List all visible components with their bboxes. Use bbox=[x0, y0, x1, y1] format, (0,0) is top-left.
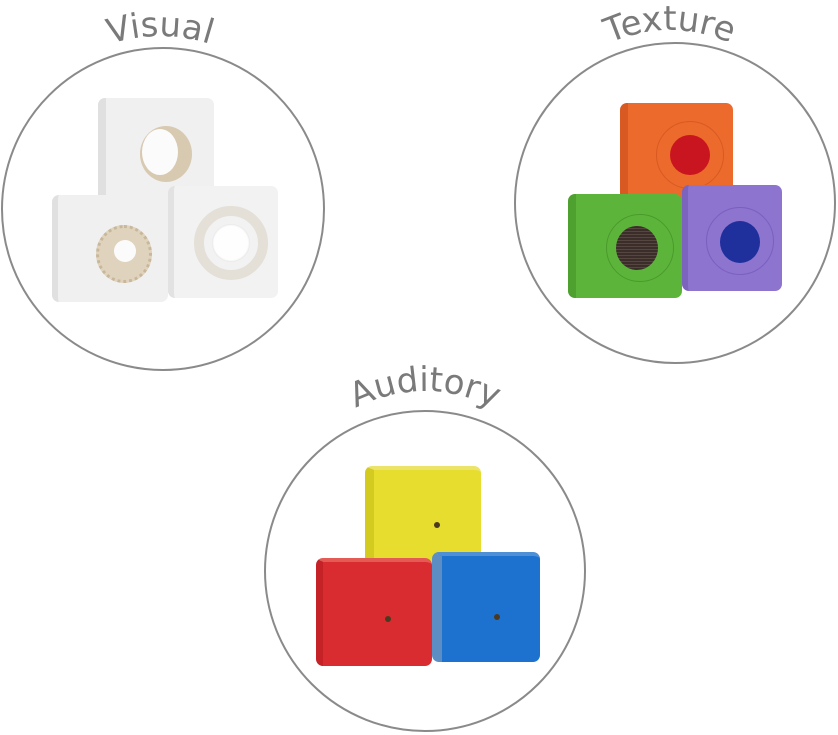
texture-group: Texture bbox=[500, 0, 838, 370]
svg-text:Visual: Visual bbox=[102, 5, 218, 53]
sound-hole-icon bbox=[494, 614, 500, 620]
svg-text:Auditory: Auditory bbox=[344, 360, 507, 416]
serrated-ring-icon bbox=[96, 225, 152, 283]
auditory-label: Auditory bbox=[344, 360, 507, 416]
visual-block-top bbox=[98, 98, 214, 203]
visual-label: Visual bbox=[102, 5, 218, 53]
mirror-hole-icon bbox=[140, 126, 192, 182]
texture-block-bottom-left bbox=[568, 194, 682, 298]
visual-block-bottom-left bbox=[52, 195, 168, 302]
auditory-group: Auditory bbox=[250, 360, 600, 735]
auditory-block-bottom-right bbox=[432, 552, 540, 662]
auditory-block-bottom-left bbox=[316, 558, 432, 666]
brown-texture-icon bbox=[616, 226, 658, 270]
visual-group: Visual bbox=[0, 0, 340, 380]
visual-block-bottom-right bbox=[168, 186, 278, 298]
sound-hole-icon bbox=[385, 616, 391, 622]
ringed-hole-icon bbox=[194, 206, 268, 280]
texture-block-bottom-right bbox=[682, 185, 782, 291]
sound-hole-icon bbox=[434, 522, 440, 528]
red-texture-icon bbox=[670, 135, 710, 175]
blue-texture-icon bbox=[720, 221, 760, 263]
